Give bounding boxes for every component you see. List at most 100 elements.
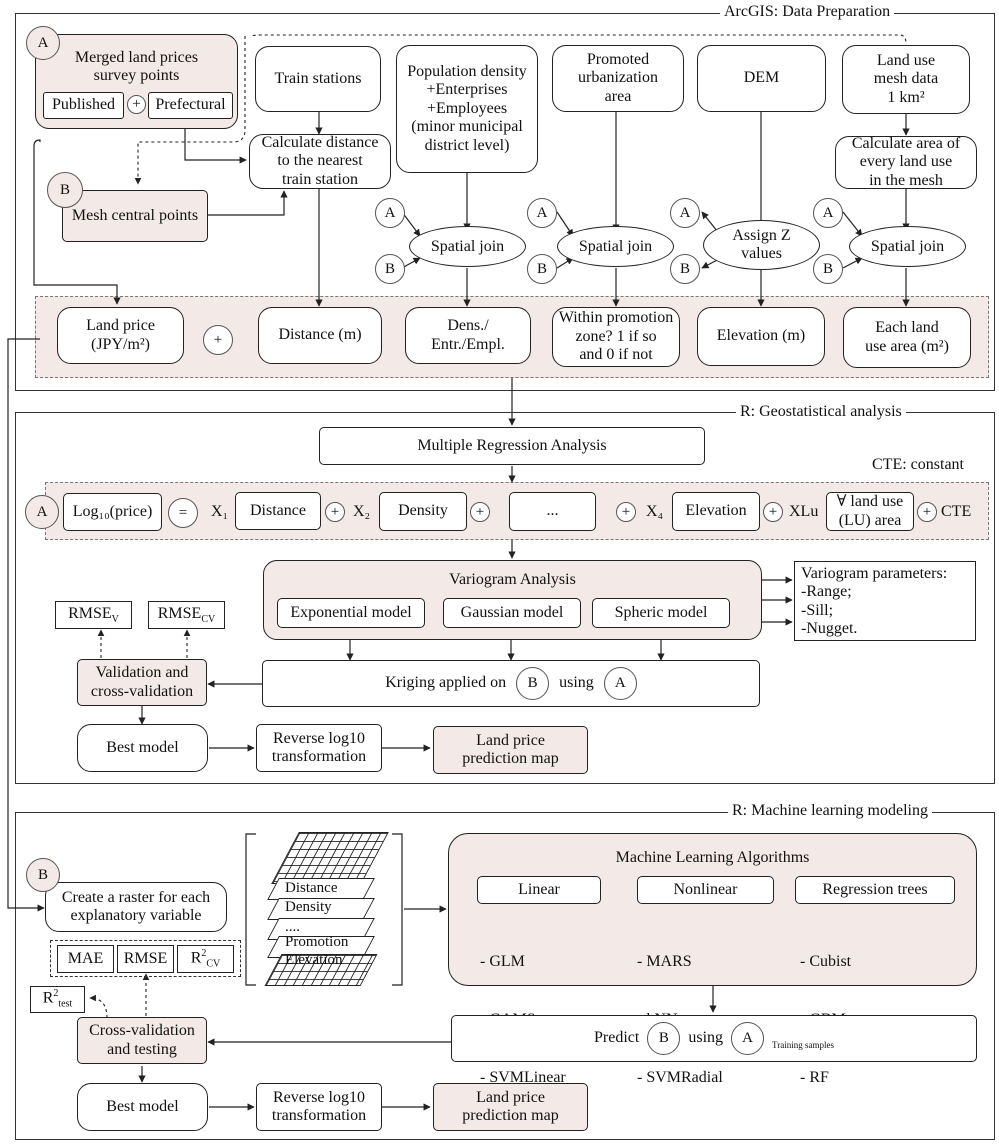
calc-dist-line1: Calculate distance [261,133,379,151]
reverse-geo-line2: transformation [271,748,367,765]
lu-area-line2: use area (m²) [865,337,949,355]
reverse-log-ml: Reverse log10 transformation [256,1083,382,1131]
promotion-line1: Within promotion [558,309,674,327]
raster-grid-top [271,832,389,884]
marker-b-kriging: B [516,667,550,700]
r2test-label: R2test [42,988,73,1010]
promoted-line3: area [604,87,632,105]
merged-label-line2: survey points [93,67,180,85]
kriging-using: using [559,674,594,692]
raster-label-dots: .... [285,919,300,935]
linear-header-box: Linear [477,876,601,904]
promotion-line3: and 0 if not [579,346,653,364]
cte-label: CTE [941,503,972,520]
vparam-line2: -Range; [801,583,852,601]
ml-algorithms-title: Machine Learning Algorithms [615,849,810,866]
linear-item-glm: - GLM [480,953,525,971]
promoted-line2: urbanization [578,69,658,87]
predict-using: using [688,1029,724,1047]
marker-a-predict: A [731,1022,765,1055]
kriging-label: Kriging applied on [385,674,507,692]
spatial-join-2: Spatial join [557,226,674,267]
landuse-line1: Land use [876,51,936,69]
marker-b-join3: B [813,254,843,284]
variogram-parameters-box: Variogram parameters: -Range; -Sill; -Nu… [794,561,976,641]
pop-line2: +Enterprises [426,81,508,99]
assignz-line1: Assign Z [732,227,791,245]
pred-geo-line1: Land price [476,731,545,749]
plus-circle-variables: + [203,325,233,355]
prefectural-box: Prefectural [148,92,233,119]
promotion-zone-box: Within promotion zone? 1 if so and 0 if … [552,307,680,367]
marker-a-kriging: A [603,667,637,700]
section-title-ml: R: Machine learning modeling [728,802,932,820]
prediction-map-geostat: Land price prediction map [433,726,588,774]
calc-dist-line3: train station [282,170,358,188]
reverse-log-geostat: Reverse log10 transformation [256,724,382,772]
validation-line2: cross-validation [90,682,194,700]
pred-ml-line2: prediction map [462,1107,559,1124]
promoted-urbanization-box: Promoted urbanization area [552,45,684,112]
population-density-box: Population density +Enterprises +Employe… [396,45,538,173]
land-price-line2: (JPY/m²) [90,335,151,353]
spheric-model-box: Spheric model [592,598,730,628]
marker-b-raster: B [26,858,60,892]
nonlinear-list: - MARS - kNN - SVMRadial [637,914,723,1106]
dens-line1: Dens./ [447,317,489,335]
linear-list: - GLM - GAMS - SVMLinear [480,914,566,1106]
pop-line3: +Employees [426,99,508,117]
raster-label-promotion: Promotion [285,934,349,950]
rmse-v-sub: V [111,613,119,625]
x1-label: X₁ [211,503,229,520]
pop-line1: Population density [407,63,527,81]
training-samples-label: Training samples [772,1039,834,1050]
rmse-cv-label: RMSECV [157,604,216,625]
plus-circle-eq2: + [470,502,490,522]
assignz-line2: values [741,245,782,262]
promoted-line1: Promoted [586,50,650,68]
trees-list: - Cubist - GBM - RF [800,914,851,1106]
pred-geo-line2: prediction map [462,750,559,767]
section-title-arcgis: ArcGIS: Data Preparation [720,3,895,21]
section-title-geostat: R: Geostatistical analysis [736,403,906,421]
marker-b-assignz: B [670,254,700,284]
cv-testing-line1: Cross-validation [89,1022,195,1040]
density-term-box: Density [379,492,467,531]
create-raster-line1: Create a raster for each [61,888,211,906]
kriging-box: Kriging applied on B using A [262,660,760,707]
section-arcgis [15,13,995,391]
regression-trees-header-box: Regression trees [795,876,955,904]
calc-dist-line2: to the nearest [277,152,363,170]
marker-a-join3: A [813,198,843,228]
landuse-line3: 1 km² [887,88,925,106]
predict-label: Predict [594,1029,640,1047]
r2test-box: R2test [30,986,85,1013]
exponential-model-box: Exponential model [277,598,425,628]
x4-label: X₄ [646,503,664,520]
plus-circle-eq5: + [917,502,937,522]
marker-a-equation: A [25,495,59,529]
plus-circle-eq3: + [616,502,636,522]
rmse-v-label: RMSEV [68,604,119,625]
mae-box: MAE [57,945,114,973]
landuse-area-variable-box: Each land use area (m²) [843,307,971,368]
trees-item-rf: - RF [800,1068,829,1086]
landuse-line2: mesh data [873,70,939,88]
rmse-v-box: RMSEV [55,601,132,629]
lu-term-line2: (LU) area [838,511,902,529]
cv-testing-line2: and testing [107,1040,177,1058]
metrics-group [50,940,241,977]
nonlinear-item-svmradial: - SVMRadial [637,1068,723,1086]
plus-circle-published: + [127,95,146,114]
plus-circle-eq4: + [763,502,783,522]
reverse-geo-line1: Reverse log10 [273,729,365,747]
best-model-ml: Best model [77,1083,208,1131]
multiple-regression-box: Multiple Regression Analysis [319,427,705,465]
distance-term-box: Distance [235,492,321,530]
validation-line1: Validation and [95,664,189,682]
pred-ml-line1: Land price [476,1088,545,1106]
r2cv-label: R2CV [190,947,221,970]
nonlinear-item-mars: - MARS [637,953,692,971]
create-raster-line2: explanatory variable [70,907,202,924]
predict-box: Predict B using A Training samples [451,1015,977,1062]
